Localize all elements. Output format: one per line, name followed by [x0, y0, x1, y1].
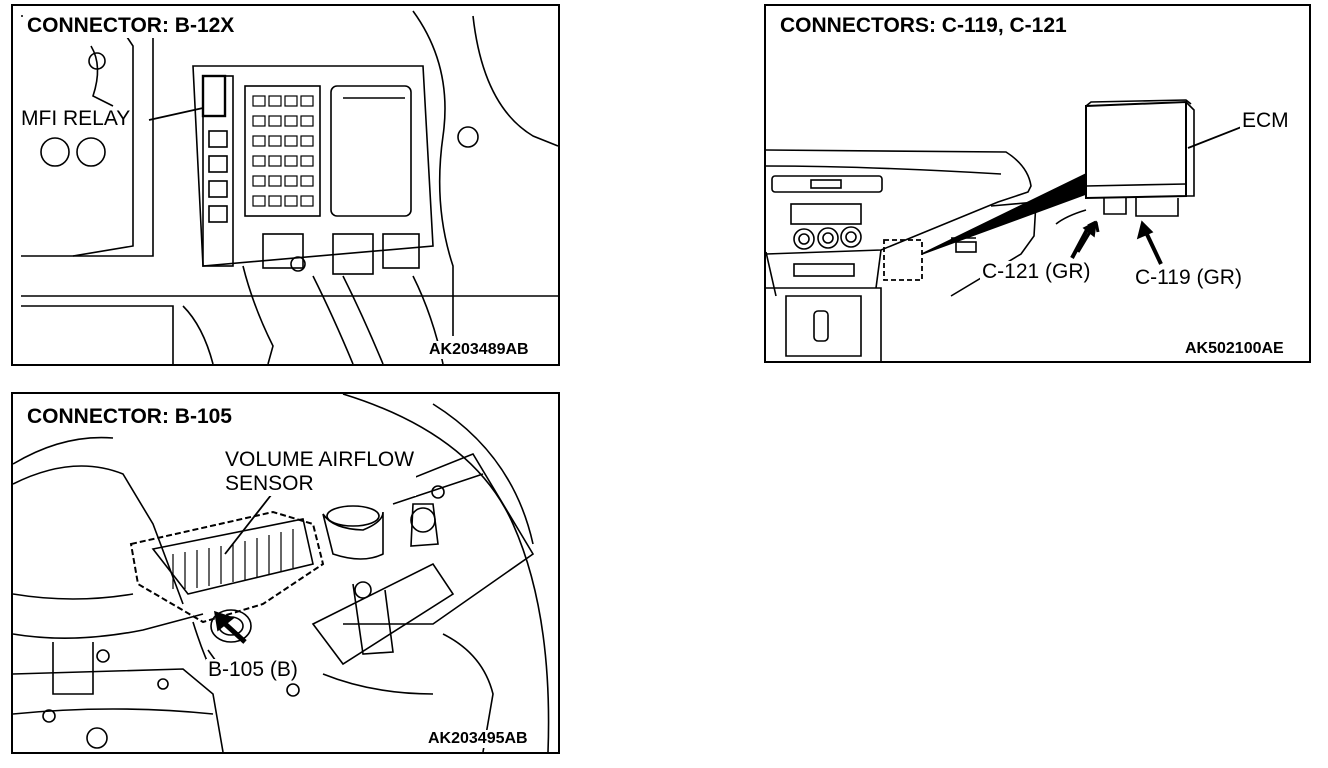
ecm-label: ECM: [1240, 109, 1291, 132]
c119-connector-label: C-119 (GR): [1133, 266, 1244, 289]
c121-connector-label: C-121 (GR): [980, 260, 1093, 283]
sensor-label-line-2: SENSOR: [225, 472, 314, 495]
sensor-label-line-1: VOLUME AIRFLOW: [225, 448, 415, 471]
figure-code: AK203489AB: [426, 341, 532, 359]
figure-code: AK502100AE: [1182, 340, 1287, 358]
dashboard-ecm-illustration: [766, 99, 1245, 361]
volume-airflow-sensor-label: VOLUME AIRFLOW SENSOR: [223, 448, 417, 496]
relay-box-illustration: [21, 10, 558, 364]
diagram-panel-b105: CONNECTOR: B-105 VOLUME AIRFLOW SENSOR B…: [11, 392, 560, 754]
diagram-panel-c119-c121: CONNECTORS: C-119, C-121 ECM C-121 (GR) …: [764, 4, 1311, 363]
panel-title: CONNECTORS: C-119, C-121: [776, 14, 1071, 38]
figure-code: AK203495AB: [425, 730, 531, 748]
panel-title: CONNECTOR: B-105: [23, 405, 236, 429]
engine-bay-illustration: [13, 394, 550, 752]
diagram-panel-b12x: CONNECTOR: B-12X MFI RELAY AK203489AB: [11, 4, 560, 366]
mfi-relay-label: MFI RELAY: [19, 107, 133, 130]
b105-connector-label: B-105 (B): [206, 658, 300, 681]
panel-title: CONNECTOR: B-12X: [23, 14, 239, 38]
